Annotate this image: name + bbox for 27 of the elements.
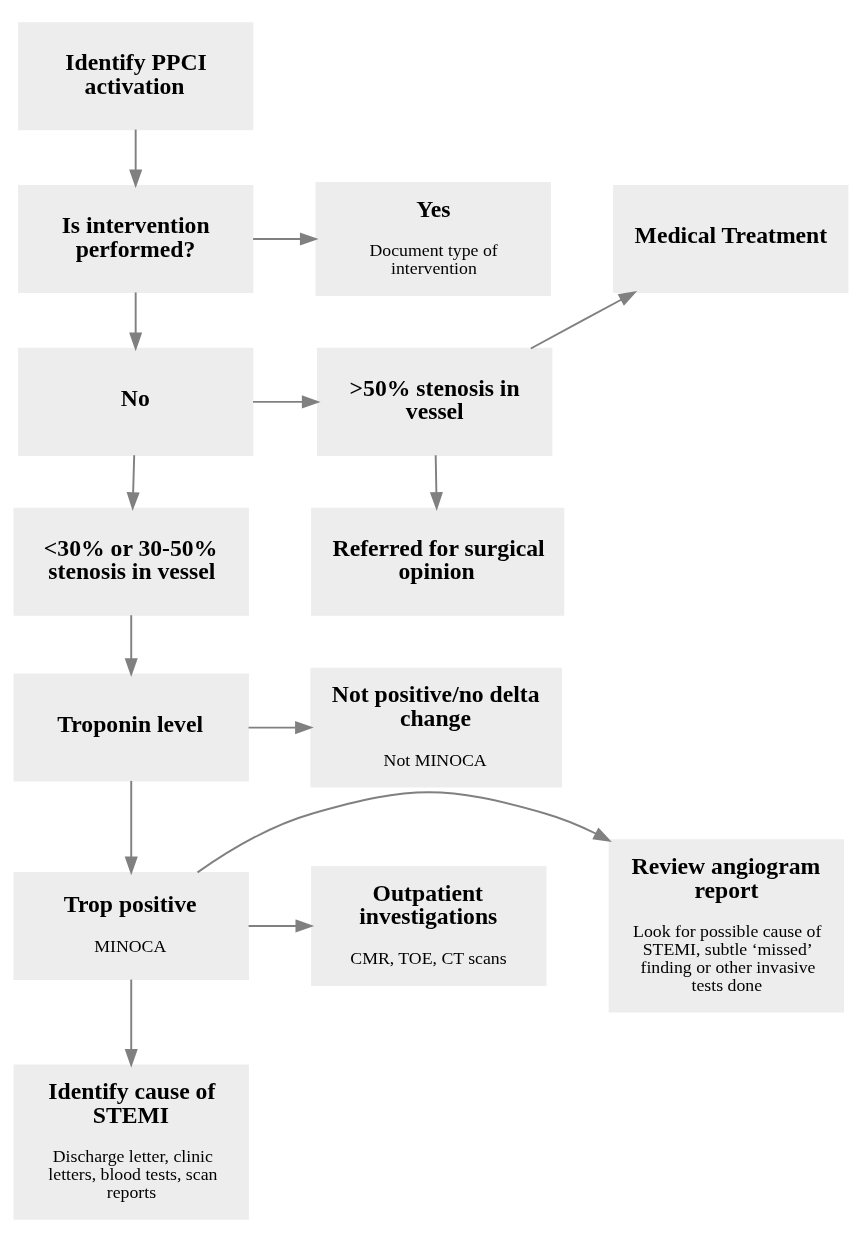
arrow <box>129 291 143 352</box>
node-box: Identify PPCI activation <box>17 22 254 131</box>
arrow <box>196 791 612 874</box>
node-box: Outpatient investigations CMR, TOE, CT scans <box>311 866 547 986</box>
node-box: Yes Document type of intervention <box>315 182 551 297</box>
arrow <box>124 779 138 876</box>
node-box: Trop positive MINOCA <box>13 871 249 980</box>
node-box: <30% or 30-50% stenosis in vessel <box>13 507 249 616</box>
node-box: Troponin level <box>13 673 249 782</box>
arrow <box>252 395 321 409</box>
node-box: Identify cause of STEMI Discharge letter, clinic letters, blood tests, scan reports <box>13 1064 249 1220</box>
node-box: No <box>17 347 254 456</box>
arrow <box>429 454 443 511</box>
arrow <box>124 978 138 1068</box>
arrow <box>252 232 319 246</box>
arrow <box>247 721 314 735</box>
arrow <box>129 128 143 189</box>
arrow <box>247 919 315 933</box>
node-box: Review angiogram report Look for possible cause of STEMI, subtle ‘missed’ finding or other invasive tests done <box>608 839 845 1013</box>
node-box: Referred for surgical opinion <box>311 507 565 616</box>
node-box: Not positive/no delta change Not MINOCA <box>310 667 562 788</box>
arrow <box>126 454 140 511</box>
node-box: Medical Treatment <box>613 185 849 294</box>
arrow <box>124 614 138 677</box>
node-box: >50% stenosis in vessel <box>317 347 553 456</box>
arrow <box>529 291 638 350</box>
node-box: Is intervention performed? <box>17 185 254 294</box>
